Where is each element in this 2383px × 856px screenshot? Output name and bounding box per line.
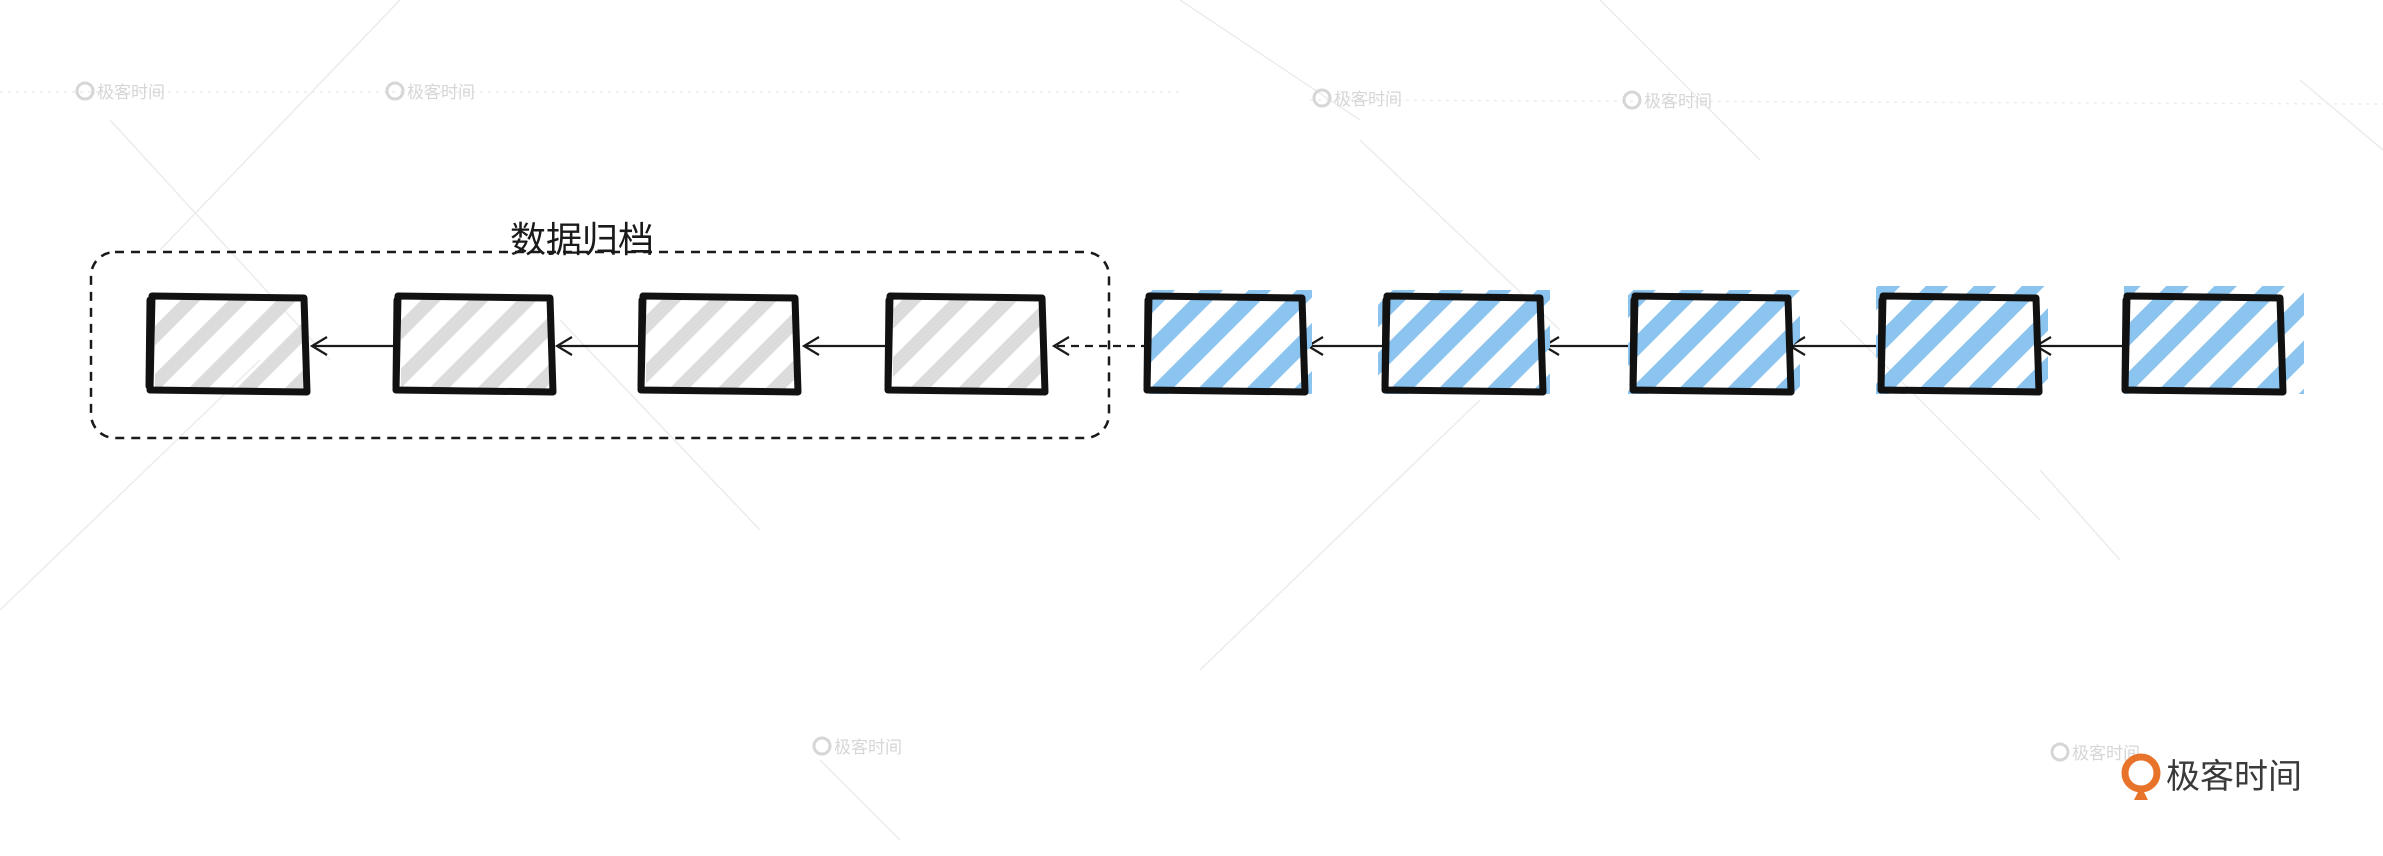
brand-text: 极客时间: [2166, 757, 2302, 797]
watermark-logo-icon: [75, 81, 95, 101]
connector-1: [309, 336, 398, 356]
watermarks: 极客时间 极客时间 极客时间 极客时间 极客时间 极客时间: [75, 81, 2140, 764]
watermark-1: 极客时间: [75, 81, 165, 103]
archive-label: 数据归档: [510, 220, 654, 261]
archived-block-2: [392, 292, 557, 396]
brand-logo: 极客时间: [2121, 753, 2302, 800]
watermark-3: 极客时间: [1312, 88, 1402, 110]
connector-7: [1787, 336, 1883, 356]
arrowhead-icon: [554, 336, 573, 356]
connector-5: [1305, 336, 1387, 356]
watermark-logo-icon: [1622, 90, 1642, 110]
active-block-2: [1378, 290, 1550, 396]
active-block-1: [1143, 290, 1312, 396]
archived-block-3: [637, 292, 802, 396]
watermark-logo-icon: [2050, 742, 2070, 762]
archived-blocks: [145, 292, 1049, 396]
watermark-logo-icon: [385, 81, 405, 101]
active-blocks: [1143, 286, 2304, 396]
archive-boundary: [89, 250, 1111, 440]
active-block-3: [1628, 290, 1800, 396]
connector-3: [801, 336, 890, 356]
connector-4-dashed: [1051, 336, 1149, 356]
watermark-5: 极客时间: [812, 736, 902, 758]
active-block-5: [2121, 286, 2304, 396]
watermark-text: 极客时间: [1334, 90, 1402, 110]
connector-8: [2033, 336, 2127, 356]
arrowhead-icon: [309, 336, 328, 356]
watermark-2: 极客时间: [385, 81, 475, 103]
watermark-text: 极客时间: [2072, 744, 2140, 764]
watermark-6: 极客时间: [2050, 742, 2140, 764]
watermark-text: 极客时间: [834, 738, 902, 758]
active-block-4: [1876, 286, 2048, 396]
arrowhead-icon: [801, 336, 820, 356]
watermark-text: 极客时间: [1644, 92, 1712, 112]
brand-logo-icon: [2121, 753, 2161, 800]
watermark-text: 极客时间: [97, 83, 165, 103]
arrowhead-icon: [1051, 336, 1070, 356]
watermark-logo-icon: [812, 736, 832, 756]
connector-2: [554, 336, 643, 356]
watermark-logo-icon: [1312, 88, 1332, 108]
archived-block-1: [145, 292, 311, 396]
archived-block-4: [884, 292, 1049, 396]
connector-6: [1541, 336, 1635, 356]
watermark-text: 极客时间: [407, 83, 475, 103]
watermark-4: 极客时间: [1622, 90, 1712, 112]
